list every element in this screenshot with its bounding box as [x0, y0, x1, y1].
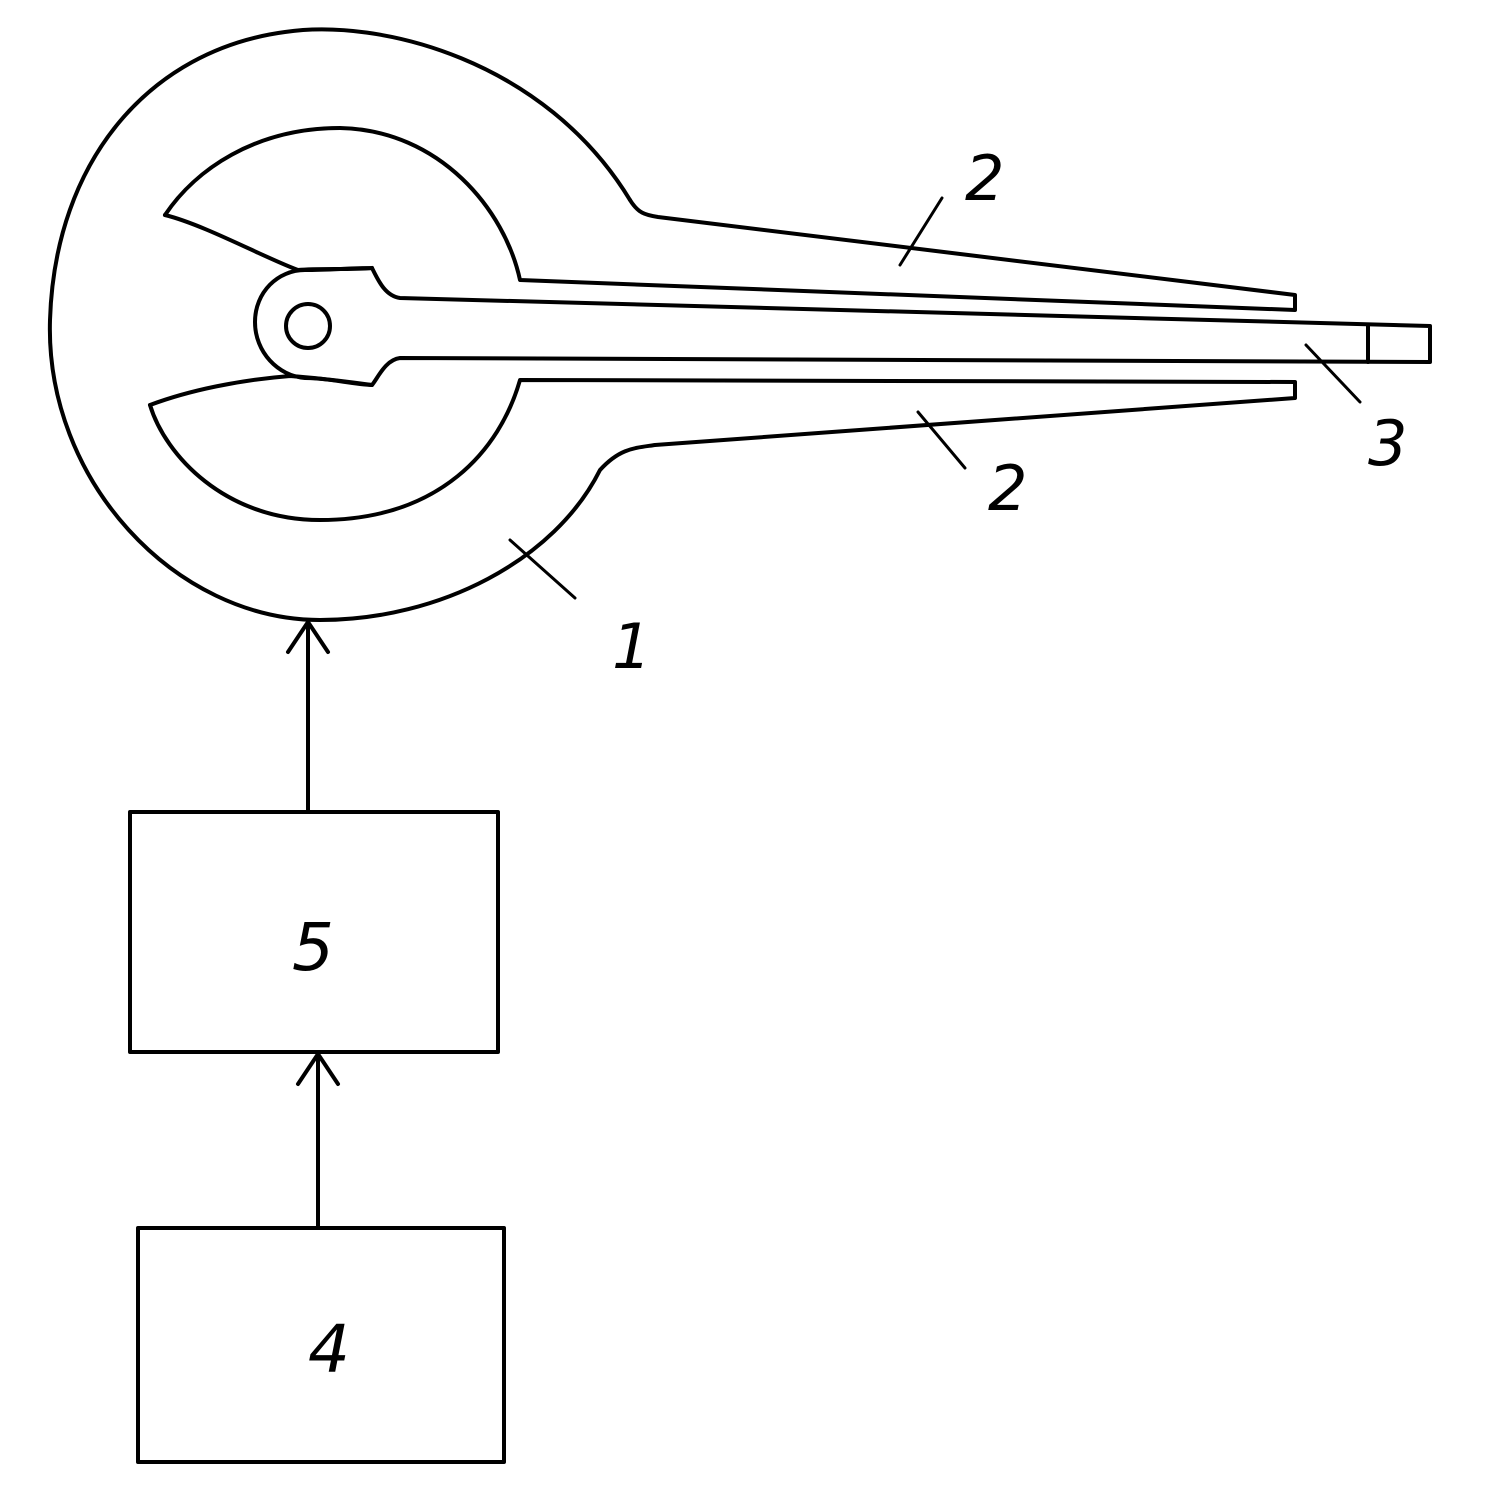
label-shaft-tip: 3 — [1368, 407, 1407, 480]
label-ring-body: 1 — [612, 610, 651, 683]
label-arm-bottom: 2 — [988, 452, 1027, 525]
upper-jaw-edge — [163, 213, 374, 272]
ring-body-outline — [47, 27, 1297, 622]
arrow-4-to-5-head — [296, 1052, 340, 1086]
arrow-5-to-ring-head — [286, 620, 330, 654]
pivot-hole — [284, 302, 332, 350]
central-lever-outline — [253, 266, 1432, 387]
leader-shaft-tip — [1304, 343, 1362, 404]
block-4 — [136, 1226, 506, 1464]
leader-arm-bottom — [916, 410, 967, 470]
block-5 — [128, 810, 500, 1054]
label-block-5: 5 — [292, 909, 334, 986]
label-block-4: 4 — [308, 1311, 350, 1388]
ring-top-prong-outline — [163, 126, 1297, 312]
leader-arm-top — [898, 196, 944, 267]
leader-ring-body — [508, 538, 577, 600]
label-arm-top: 2 — [965, 142, 1004, 215]
